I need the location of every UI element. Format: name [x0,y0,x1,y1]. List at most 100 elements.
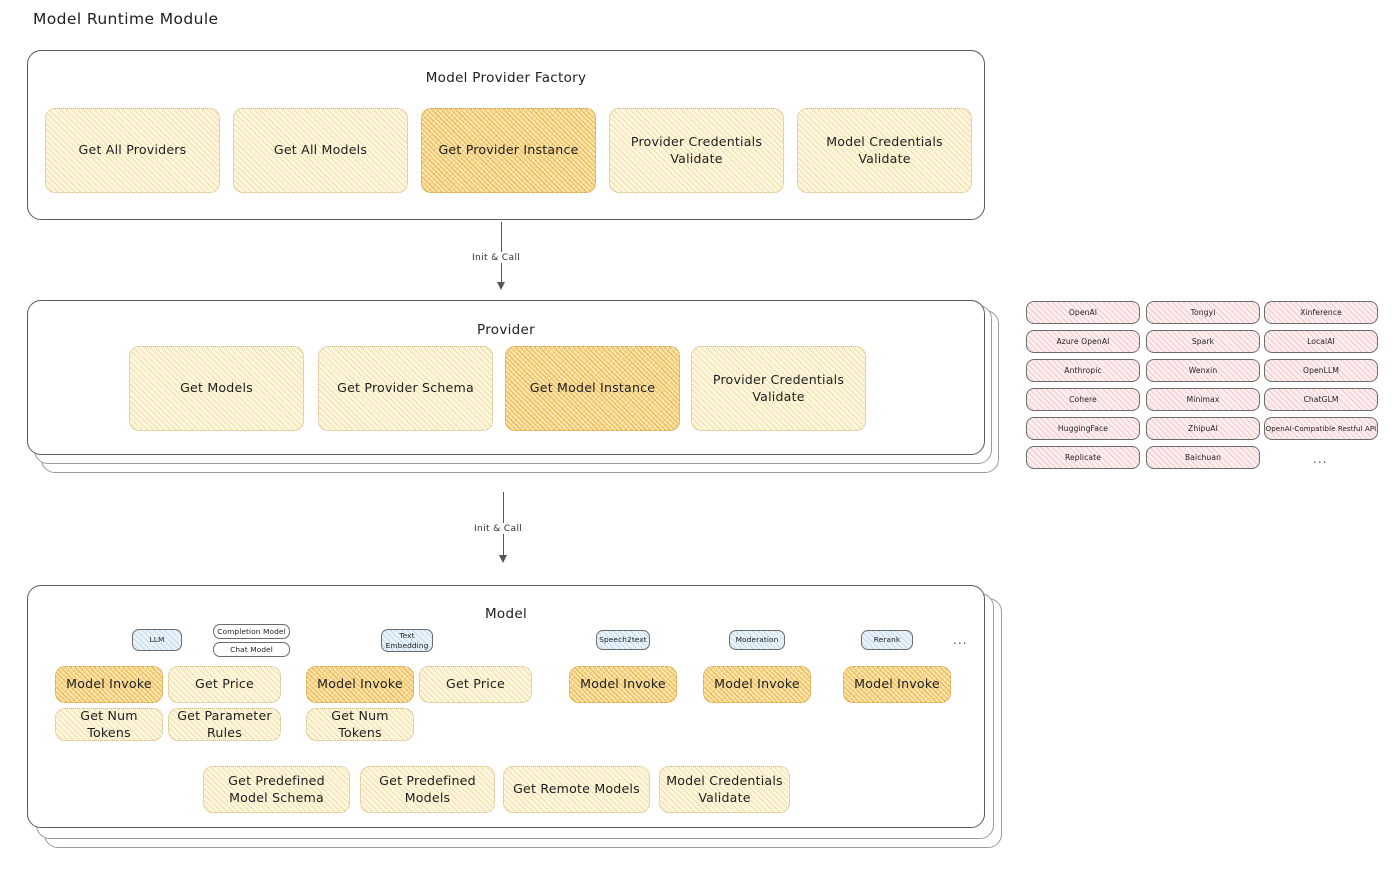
llm-method-label: Model Invoke [66,676,152,692]
model-type-badge-label: Rerank [873,635,901,645]
model-type-badge-text-embedding[interactable]: Text Embedding [381,629,433,652]
model-shared-method-label: Model Credentials Validate [666,773,783,805]
provider-chip-label: HuggingFace [1057,424,1109,433]
provider-list-more: ... [1313,452,1328,466]
provider-chip-label: OpenAI-Compatible Restful API [1265,424,1377,433]
model-type-badge-label: Text Embedding [385,631,429,650]
provider-chip-zhipuai[interactable]: ZhipuAI [1146,417,1260,440]
factory-method-get-all-models[interactable]: Get All Models [233,108,408,193]
llm-method-label: Get Parameter Rules [177,708,272,740]
model-subtype-badge-label: Completion Model [217,627,286,636]
provider-chip-label: ChatGLM [1303,395,1339,404]
model-type-badge-label: Moderation [735,635,779,645]
provider-method-label: Get Provider Schema [337,380,474,396]
model-provider-factory-container: Model Provider Factory Get All Providers… [27,50,985,220]
provider-chip-label: Tongyi [1190,308,1216,317]
model-shared-method-get-remote-models[interactable]: Get Remote Models [503,766,650,813]
provider-chip-label: Azure OpenAI [1056,337,1110,346]
model-shared-method-model-credentials-validate[interactable]: Model Credentials Validate [659,766,790,813]
provider-chip-label: Minimax [1186,395,1220,404]
model-shared-method-label: Get Remote Models [513,781,640,797]
arrow-provider-to-model-label: Init & Call [470,523,527,534]
provider-chip-chatglm[interactable]: ChatGLM [1264,388,1378,411]
text-embedding-method-get-num-tokens[interactable]: Get Num Tokens [306,708,414,741]
text-embedding-method-model-invoke[interactable]: Model Invoke [306,666,414,703]
provider-method-label: Provider Credentials Validate [712,372,845,404]
factory-method-label: Get All Models [273,142,368,158]
model-shared-method-get-predefined-models[interactable]: Get Predefined Models [360,766,495,813]
provider-chip-wenxin[interactable]: Wenxin [1146,359,1260,382]
llm-method-get-num-tokens[interactable]: Get Num Tokens [55,708,163,741]
model-shared-method-label: Get Predefined Model Schema [228,773,325,805]
model-type-badge-label: Speech2text [599,635,647,645]
provider-chip-openllm[interactable]: OpenLLM [1264,359,1378,382]
model-type-badge-moderation[interactable]: Moderation [729,630,785,650]
provider-chip-tongyi[interactable]: Tongyi [1146,301,1260,324]
rerank-method-model-invoke[interactable]: Model Invoke [843,666,951,703]
provider-chip-spark[interactable]: Spark [1146,330,1260,353]
provider-chip-anthropic[interactable]: Anthropic [1026,359,1140,382]
provider-container: Provider Get Models Get Provider Schema … [27,300,985,455]
provider-chip-label: Anthropic [1064,366,1102,375]
factory-method-get-provider-instance[interactable]: Get Provider Instance [421,108,596,193]
provider-chip-label: LocalAI [1307,337,1335,346]
provider-method-provider-credentials-validate[interactable]: Provider Credentials Validate [691,346,866,431]
moderation-method-model-invoke[interactable]: Model Invoke [703,666,811,703]
model-subtype-badge-completion-model[interactable]: Completion Model [213,624,290,639]
provider-chip-label: Cohere [1069,395,1097,404]
arrow-factory-to-provider-label: Init & Call [468,252,525,263]
text-embedding-method-label: Get Price [446,676,505,692]
factory-method-label: Model Credentials Validate [826,134,943,166]
provider-chip-replicate[interactable]: Replicate [1026,446,1140,469]
text-embedding-method-get-price[interactable]: Get Price [419,666,532,703]
provider-chip-label: ZhipuAI [1188,424,1218,433]
arrow-provider-to-model-head [499,555,507,563]
moderation-method-label: Model Invoke [714,676,800,692]
provider-chip-label: Wenxin [1188,366,1218,375]
provider-chip-baichuan[interactable]: Baichuan [1146,446,1260,469]
provider-method-label: Get Model Instance [529,380,656,396]
model-provider-factory-title: Model Provider Factory [425,70,587,86]
model-subtype-badge-label: Chat Model [230,645,273,654]
llm-method-get-price[interactable]: Get Price [168,666,281,703]
provider-chip-label: OpenAI [1068,308,1098,317]
provider-method-get-provider-schema[interactable]: Get Provider Schema [318,346,493,431]
provider-method-get-models[interactable]: Get Models [129,346,304,431]
factory-method-label: Provider Credentials Validate [630,134,763,166]
factory-method-get-all-providers[interactable]: Get All Providers [45,108,220,193]
model-shared-method-get-predefined-model-schema[interactable]: Get Predefined Model Schema [203,766,350,813]
provider-chip-xinference[interactable]: Xinference [1264,301,1378,324]
text-embedding-method-label: Get Num Tokens [331,708,389,740]
provider-chip-label: Replicate [1064,453,1102,462]
rerank-method-label: Model Invoke [854,676,940,692]
llm-method-label: Get Num Tokens [80,708,138,740]
text-embedding-method-label: Model Invoke [317,676,403,692]
factory-method-label: Get Provider Instance [438,142,579,158]
provider-chip-minimax[interactable]: Minimax [1146,388,1260,411]
model-type-badge-speech2text[interactable]: Speech2text [596,630,650,650]
factory-method-model-credentials-validate[interactable]: Model Credentials Validate [797,108,972,193]
model-types-more: ... [953,633,968,647]
model-type-badge-llm[interactable]: LLM [132,629,182,651]
model-subtype-badge-chat-model[interactable]: Chat Model [213,642,290,657]
speech2text-method-model-invoke[interactable]: Model Invoke [569,666,677,703]
factory-method-provider-credentials-validate[interactable]: Provider Credentials Validate [609,108,784,193]
model-type-badge-rerank[interactable]: Rerank [861,630,913,650]
provider-title: Provider [477,322,535,338]
page-title: Model Runtime Module [33,10,219,28]
provider-chip-cohere[interactable]: Cohere [1026,388,1140,411]
llm-method-get-parameter-rules[interactable]: Get Parameter Rules [168,708,281,741]
provider-chip-azure-openai[interactable]: Azure OpenAI [1026,330,1140,353]
provider-chip-label: Baichuan [1184,453,1222,462]
llm-method-model-invoke[interactable]: Model Invoke [55,666,163,703]
llm-method-label: Get Price [195,676,254,692]
provider-chip-openai-compatible-restful-api[interactable]: OpenAI-Compatible Restful API [1264,417,1378,440]
model-shared-method-label: Get Predefined Models [379,773,476,805]
model-container: Model LLM Completion Model Chat Model Mo… [27,585,985,828]
provider-method-label: Get Models [180,380,253,396]
provider-chip-huggingface[interactable]: HuggingFace [1026,417,1140,440]
provider-chip-openai[interactable]: OpenAI [1026,301,1140,324]
provider-method-get-model-instance[interactable]: Get Model Instance [505,346,680,431]
model-type-badge-label: LLM [149,635,165,645]
provider-chip-localai[interactable]: LocalAI [1264,330,1378,353]
